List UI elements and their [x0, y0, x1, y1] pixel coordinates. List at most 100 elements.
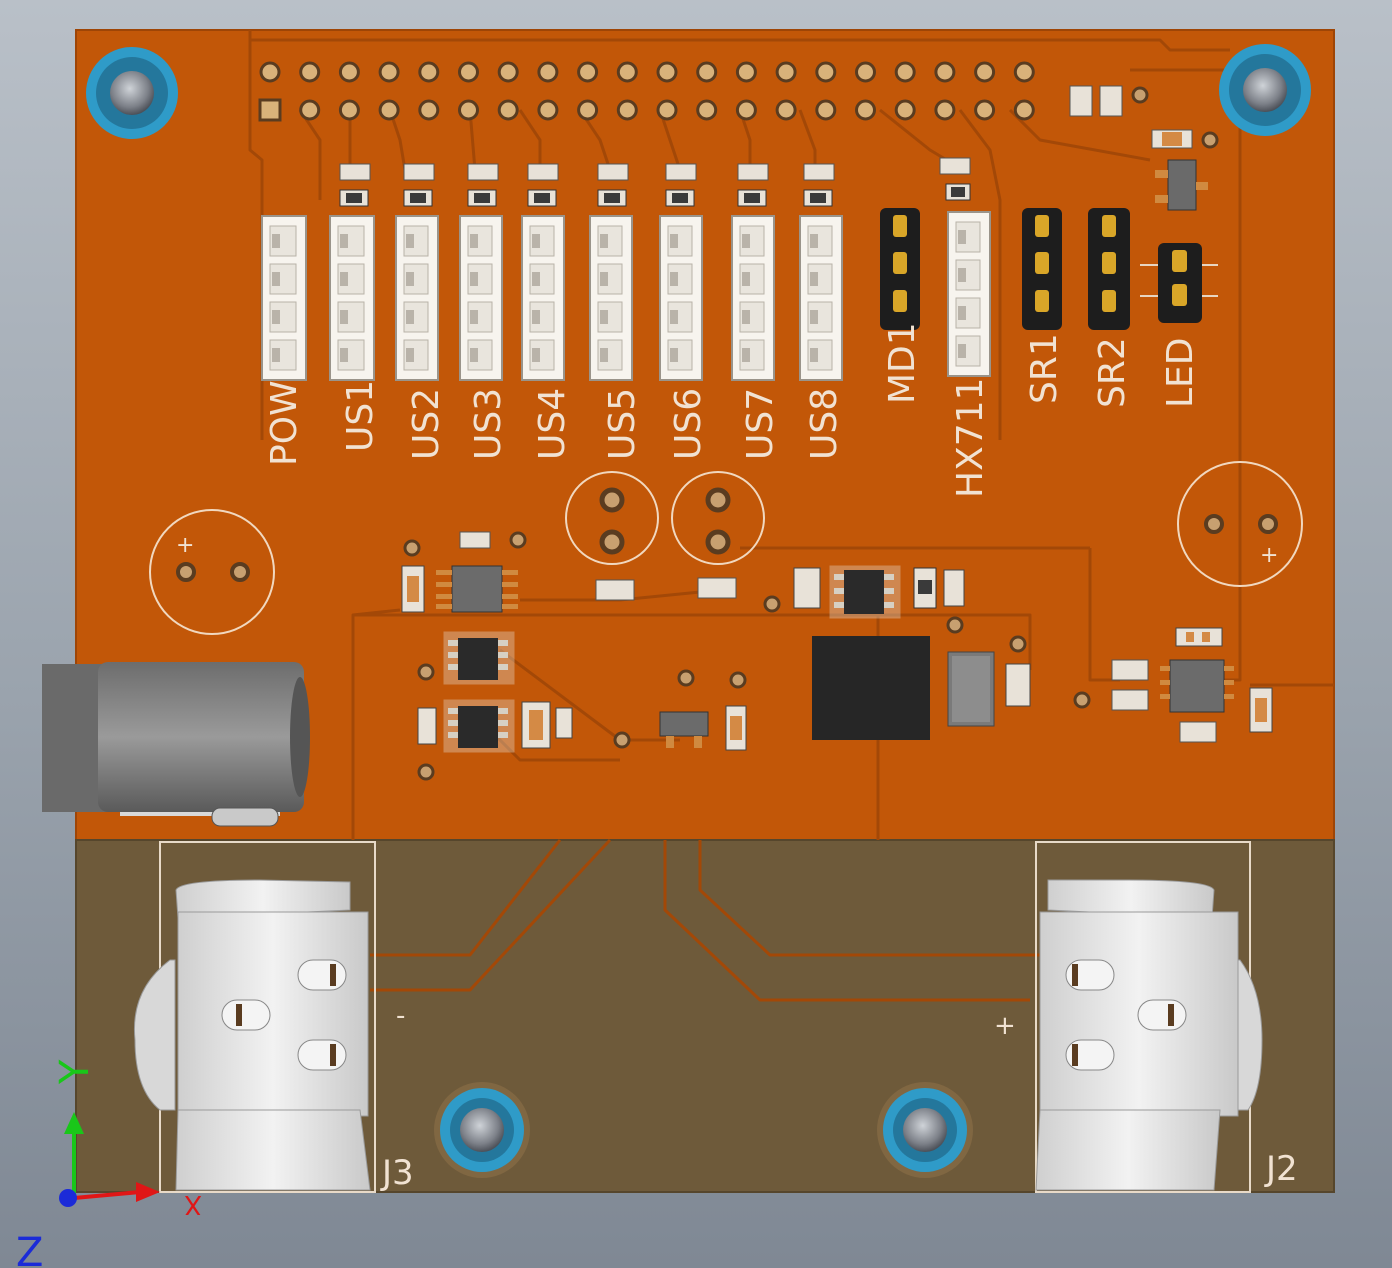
jst-pin-contact — [810, 272, 818, 286]
gpio-pin — [577, 61, 599, 83]
jst-pin-contact — [470, 234, 478, 248]
battery-labels: J3 J2 - + — [380, 1001, 1298, 1193]
middle-components — [401, 531, 1273, 781]
connector-labels: POW US1 US2 US3 US4 US5 US6 US7 US8 MD1 … — [264, 322, 1201, 498]
label-j2: J2 — [1264, 1149, 1298, 1189]
gpio-header — [258, 61, 1035, 122]
gpio-pin — [656, 99, 678, 121]
jst-pin-contact — [406, 272, 414, 286]
gpio-pin — [1013, 61, 1035, 83]
gpio-pin — [855, 99, 876, 121]
jst-pin-contact — [958, 268, 966, 282]
gpio-pin — [735, 99, 757, 121]
jst-pin-contact — [406, 348, 414, 362]
mounting-hole-br — [877, 1082, 973, 1178]
label-sr1: SR1 — [1024, 333, 1065, 404]
jst-pin-contact — [600, 272, 608, 286]
jst-pin-contact — [406, 234, 414, 248]
jst-pin-contact — [670, 348, 678, 362]
gpio-pin — [537, 61, 559, 83]
jst-pin-contact — [470, 272, 478, 286]
jst-pin-contact — [958, 306, 966, 320]
jst-pin-contact — [272, 310, 280, 324]
gpio-pin — [974, 61, 996, 83]
label-us5: US5 — [602, 388, 643, 460]
gpio-pin — [775, 61, 797, 83]
gpio-pin — [656, 61, 678, 83]
jst-pin-contact — [670, 234, 678, 248]
gpio-pin — [855, 61, 876, 83]
jst-pin-contact — [532, 234, 540, 248]
gpio-pin — [299, 61, 321, 83]
jst-connectors — [261, 211, 991, 381]
label-us3: US3 — [468, 388, 509, 460]
gpio-pin — [577, 99, 599, 121]
gpio-pin — [974, 99, 996, 121]
jst-pin — [955, 335, 981, 367]
jst-pin-contact — [810, 348, 818, 362]
jst-pin-contact — [670, 310, 678, 324]
jst-pin-contact — [406, 310, 414, 324]
gpio-pin — [934, 99, 956, 121]
jst-pin-contact — [340, 310, 348, 324]
jst-pin-contact — [958, 344, 966, 358]
jst-pin-contact — [600, 348, 608, 362]
smd-led-lens — [672, 193, 688, 203]
gpio-pin — [696, 61, 718, 83]
smd-led-lens — [810, 193, 826, 203]
inductors-round — [565, 471, 765, 565]
label-us4: US4 — [532, 388, 573, 460]
smd-resistor — [803, 163, 835, 181]
jst-pin-contact — [958, 230, 966, 244]
gpio-pin — [338, 99, 360, 121]
header-sr1 — [1022, 208, 1062, 330]
gpio-pin — [458, 99, 479, 121]
gpio-pin — [894, 61, 916, 83]
mounting-hole-tr — [1219, 44, 1311, 136]
smd-resistor — [467, 163, 499, 181]
capacitor-left-plus: + — [176, 533, 194, 558]
smd-resistor — [597, 163, 629, 181]
battery-holder-j3 — [133, 841, 376, 1193]
jst-pin-contact — [742, 272, 750, 286]
jst-pin-contact — [470, 348, 478, 362]
mounting-hole-bl — [434, 1082, 530, 1178]
gpio-pin — [418, 61, 440, 83]
jst-pin-contact — [810, 310, 818, 324]
smd-resistor — [339, 163, 371, 181]
gpio-pin — [258, 98, 282, 122]
smd-led-lens — [744, 193, 760, 203]
smd-resistor — [665, 163, 697, 181]
label-us8: US8 — [804, 388, 845, 460]
dc-barrel-jack — [42, 662, 310, 827]
smd-led-lens — [604, 193, 620, 203]
jst-pin-contact — [742, 348, 750, 362]
gpio-pin — [815, 99, 837, 121]
gpio-pin — [537, 99, 559, 121]
jst-pin-contact — [600, 234, 608, 248]
smd-resistor-array — [339, 163, 835, 207]
jst-pin-contact — [600, 310, 608, 324]
label-minus: - — [396, 1001, 405, 1031]
gpio-pin — [259, 61, 281, 83]
smd-led-lens — [346, 193, 362, 203]
gpio-pin — [1013, 99, 1035, 121]
axis-y-label: Y — [52, 1059, 98, 1085]
axis-z-label: Z — [16, 1230, 43, 1268]
label-plus: + — [994, 1011, 1016, 1041]
gpio-pin — [735, 61, 757, 83]
smd-resistor — [527, 163, 559, 181]
smd-led-lens — [410, 193, 426, 203]
jst-pin-contact — [272, 348, 280, 362]
gpio-pin — [616, 61, 638, 83]
gpio-pin — [458, 61, 479, 83]
mounting-hole-tl — [86, 47, 178, 139]
smd-led-lens — [474, 193, 490, 203]
label-us6: US6 — [668, 388, 709, 460]
axis-x-label: X — [184, 1189, 202, 1219]
smd-led-lens — [534, 193, 550, 203]
gpio-pin — [338, 61, 360, 83]
label-us7: US7 — [740, 388, 781, 460]
capacitor-left: + — [149, 509, 275, 635]
